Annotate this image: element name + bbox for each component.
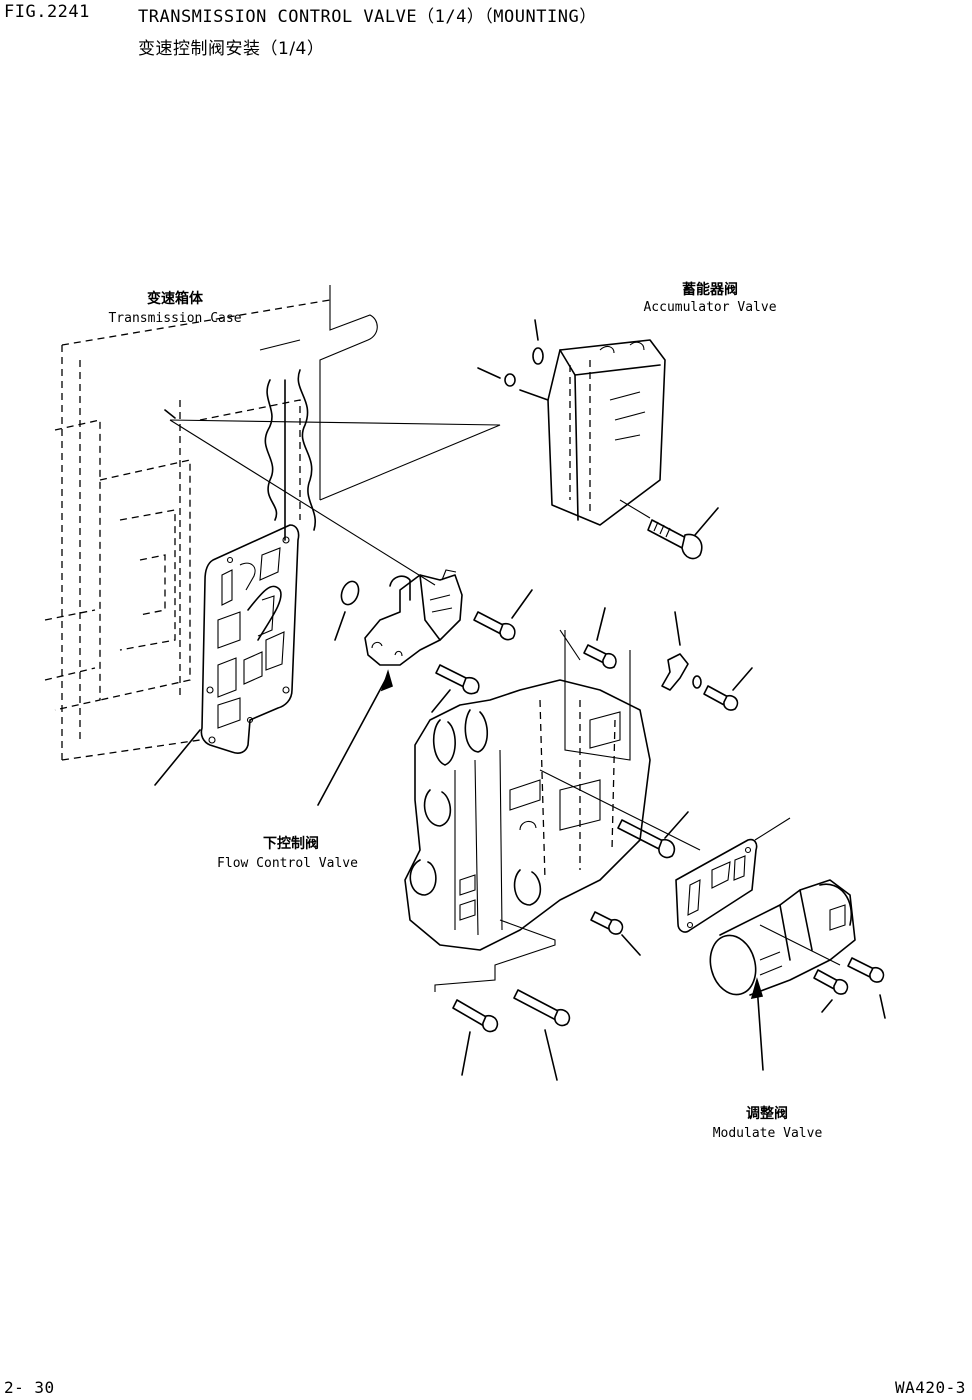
flow-control-valve-drawing	[317, 569, 533, 806]
label-transmission-case-en: Transmission Case	[108, 311, 242, 326]
transmission-case-drawing	[44, 285, 378, 761]
label-flow-control-valve-cn: 下控制阀	[263, 836, 319, 852]
lower-bolts-drawing	[452, 989, 571, 1081]
label-accumulator-valve-cn: 蓄能器阀	[682, 282, 738, 298]
figure-title-cn: 变速控制阀安装（1/4）	[138, 39, 325, 59]
label-modulate-valve-cn: 调整阀	[746, 1106, 788, 1122]
lock-plate-drawing	[661, 611, 753, 711]
gasket-plate-drawing	[154, 524, 300, 786]
figure-number: FIG.2241	[4, 2, 90, 22]
figure-title-en: TRANSMISSION CONTROL VALVE（1/4）（MOUNTING…	[138, 7, 597, 27]
accumulator-valve-drawing	[477, 319, 719, 560]
modulate-gasket-drawing	[675, 817, 791, 933]
label-accumulator-valve-en: Accumulator Valve	[643, 300, 777, 315]
label-flow-control-valve-en: Flow Control Valve	[217, 856, 358, 871]
page-number: 2- 30	[4, 1378, 55, 1397]
model-code: WA420-3	[895, 1378, 966, 1397]
label-modulate-valve-en: Modulate Valve	[712, 1126, 823, 1141]
assembly-line-accumulator	[169, 419, 501, 501]
assembly-line-flow-valve	[169, 419, 436, 586]
label-transmission-case-cn: 变速箱体	[147, 291, 203, 307]
modulate-valve-drawing	[709, 879, 886, 1071]
control-valve-body-drawing	[404, 607, 701, 992]
